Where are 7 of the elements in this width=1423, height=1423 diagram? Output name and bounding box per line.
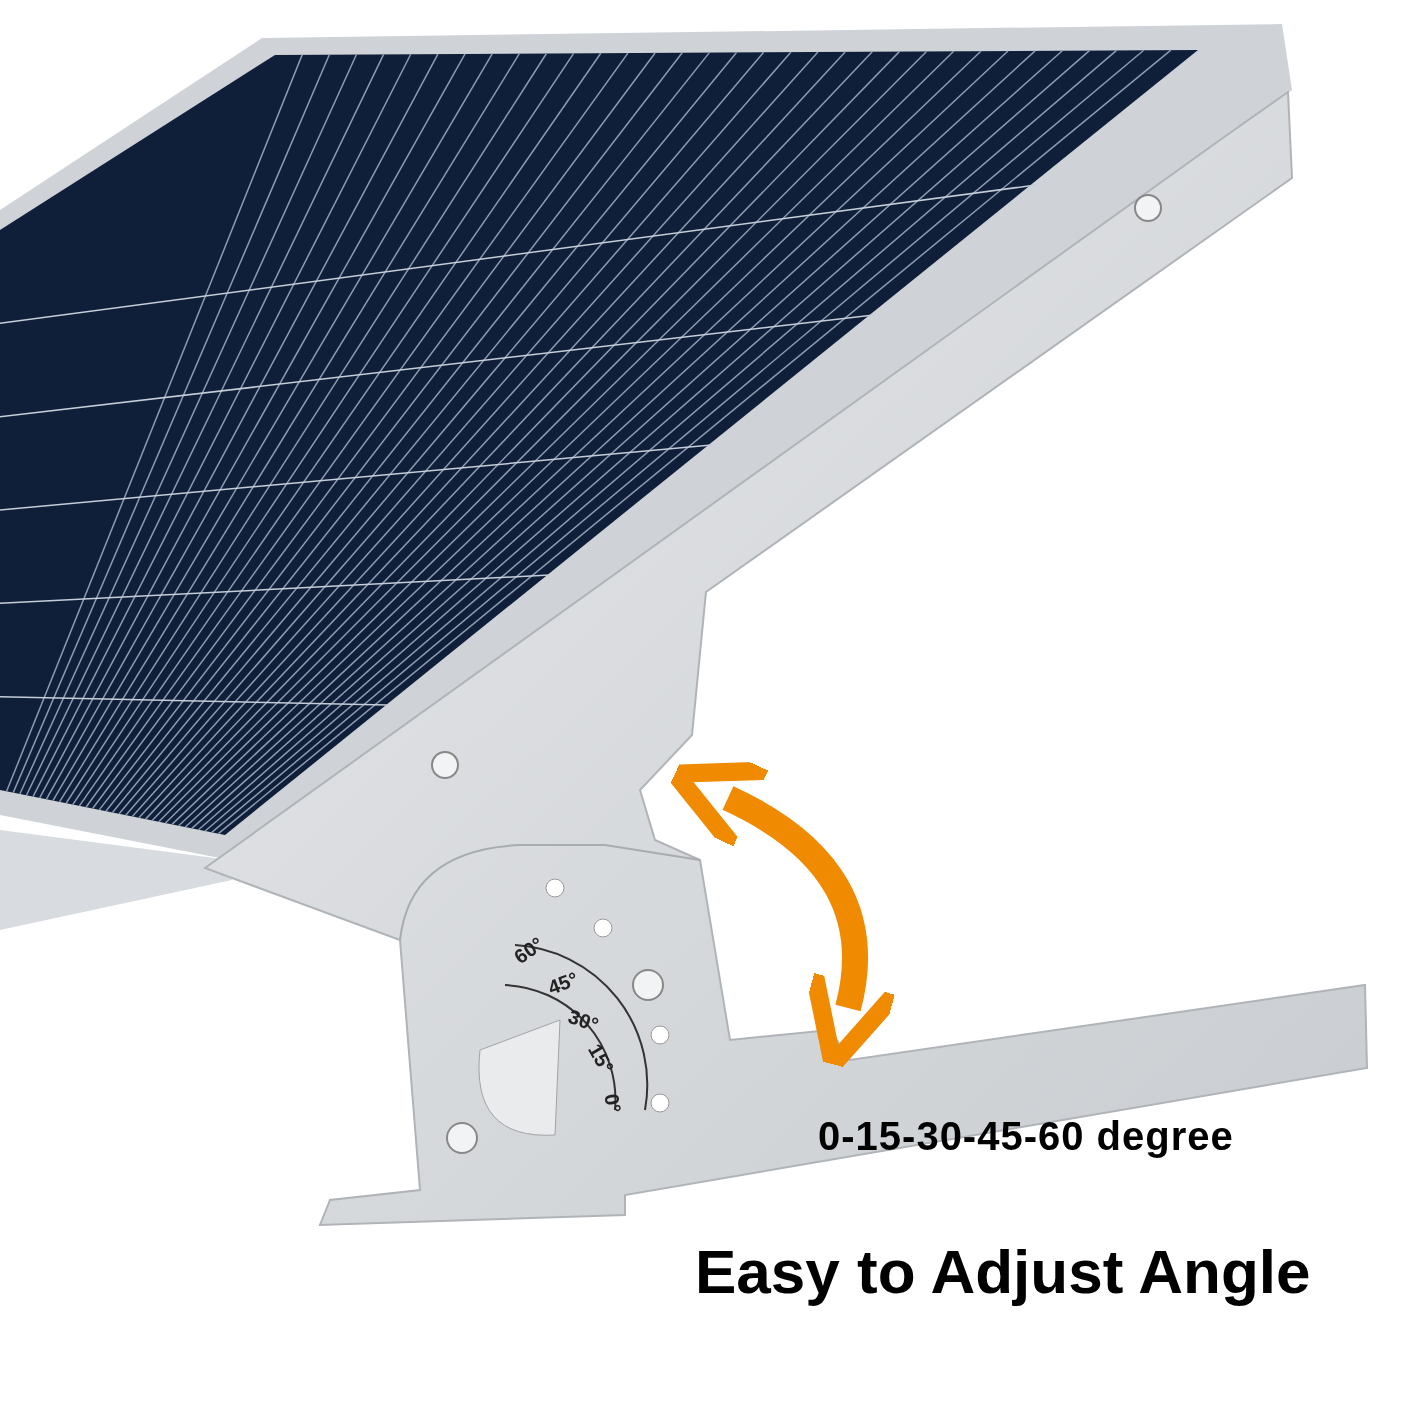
angle-scale-label: 0° bbox=[599, 1092, 626, 1115]
heading: Easy to Adjust Angle bbox=[695, 1236, 1311, 1307]
angle-scale-label: 15° bbox=[583, 1040, 619, 1078]
caption: 0-15-30-45-60 degree bbox=[818, 1114, 1234, 1159]
angle-scale-label: 60° bbox=[510, 932, 548, 969]
angle-scale-label: 45° bbox=[545, 967, 582, 1000]
angle-scale-label: 30° bbox=[565, 1005, 602, 1037]
